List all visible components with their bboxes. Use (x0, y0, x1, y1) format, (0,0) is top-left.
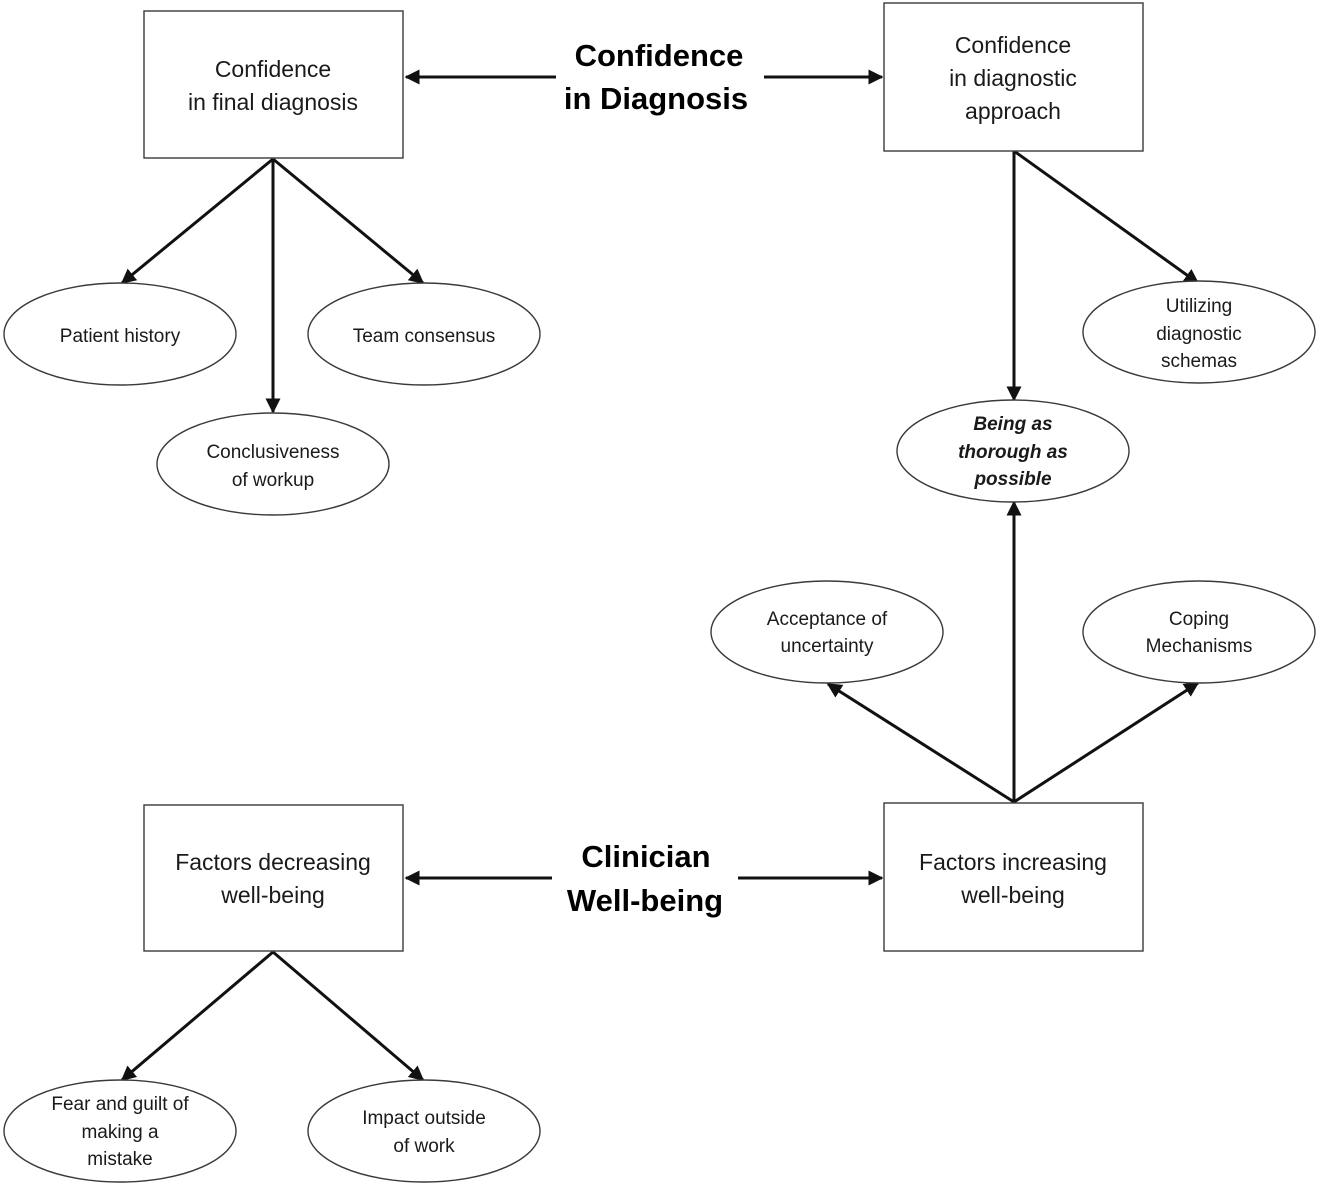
box-line: approach (965, 98, 1061, 124)
heading-line: Confidence (575, 38, 744, 73)
connectors (120, 69, 1200, 1082)
heading-line: Clinician (581, 839, 710, 874)
oval-line: Being as (973, 414, 1052, 435)
oval-being-as-thorough-as-possible: Being as thorough as possible (896, 399, 1130, 503)
box-line: Factors decreasing (175, 849, 371, 875)
heading-line: in Diagnosis (564, 81, 748, 116)
oval-line: schemas (1161, 351, 1237, 372)
box-line: in diagnostic (949, 65, 1077, 91)
box-line: Factors increasing (919, 849, 1107, 875)
oval-line: Mechanisms (1146, 636, 1253, 657)
arrow-decreasing-to-fear-guilt (120, 950, 274, 1082)
oval-line: Patient history (60, 326, 181, 347)
box-line: well-being (960, 882, 1065, 908)
oval-conclusiveness-of-workup: Conclusiveness of workup (156, 412, 390, 516)
oval-team-consensus: Team consensus (307, 282, 541, 386)
oval-patient-history: Patient history (3, 282, 237, 386)
arrow-approach-to-schemas (1013, 149, 1200, 285)
heading-confidence-in-diagnosis: Confidence in Diagnosis (564, 38, 748, 116)
oval-line: Impact outside (362, 1108, 486, 1129)
oval-coping-mechanisms: Coping Mechanisms (1082, 580, 1316, 684)
box-line: Confidence (215, 56, 331, 82)
box-line: Confidence (955, 32, 1071, 58)
box-factors-decreasing-well-being: Factors decreasing well-being (143, 804, 404, 952)
oval-line: possible (973, 469, 1052, 490)
box-confidence-diagnostic-approach: Confidence in diagnostic approach (883, 2, 1144, 152)
box-confidence-final-diagnosis: Confidence in final diagnosis (143, 10, 404, 159)
oval-line: Acceptance of (767, 609, 888, 630)
oval-line: mistake (87, 1149, 152, 1170)
oval-acceptance-of-uncertainty: Acceptance of uncertainty (710, 580, 944, 684)
oval-line: making a (81, 1122, 159, 1143)
box-factors-increasing-well-being: Factors increasing well-being (883, 802, 1144, 952)
oval-line: of workup (232, 470, 314, 491)
oval-line: Coping (1169, 609, 1229, 630)
heading-clinician-well-being: Clinician Well-being (567, 839, 723, 918)
box-line: in final diagnosis (188, 89, 358, 115)
arrow-increasing-to-acceptance (826, 682, 1015, 804)
box-line: well-being (220, 882, 325, 908)
arrow-final-diagnosis-to-patient-history (120, 157, 274, 285)
arrow-increasing-to-coping (1013, 681, 1200, 804)
oval-line: Conclusiveness (206, 442, 339, 463)
oval-line: diagnostic (1156, 324, 1242, 345)
oval-line: of work (393, 1136, 455, 1157)
heading-line: Well-being (567, 883, 723, 918)
oval-impact-outside-of-work: Impact outside of work (307, 1079, 541, 1183)
arrow-final-diagnosis-to-team-consensus (272, 157, 425, 285)
oval-utilizing-diagnostic-schemas: Utilizing diagnostic schemas (1082, 280, 1316, 384)
oval-fear-and-guilt: Fear and guilt of making a mistake (3, 1079, 237, 1183)
arrow-decreasing-to-impact-outside (272, 950, 425, 1082)
oval-line: Utilizing (1166, 296, 1233, 317)
oval-line: thorough as (958, 442, 1068, 463)
oval-line: Fear and guilt of (51, 1094, 189, 1115)
oval-line: Team consensus (353, 326, 496, 347)
oval-line: uncertainty (781, 636, 874, 657)
